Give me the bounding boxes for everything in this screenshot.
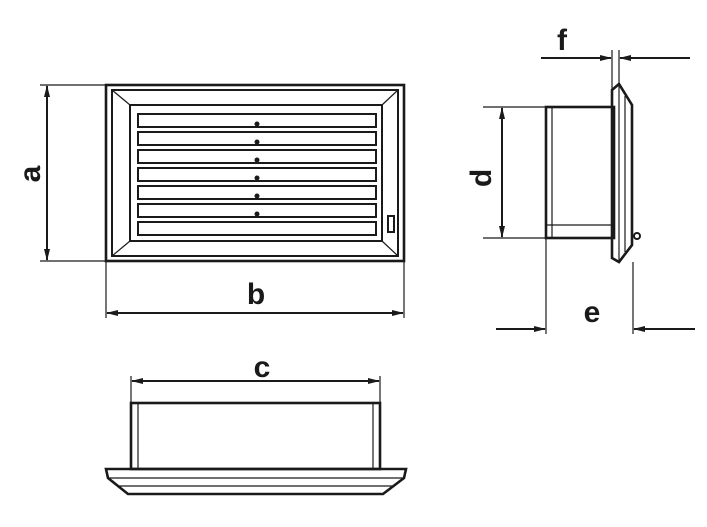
dimension-f: f <box>541 24 690 90</box>
louver-slat <box>137 203 377 218</box>
bottom-flange <box>104 467 408 496</box>
front-outer-frame <box>104 83 406 263</box>
louver-slat <box>137 167 377 182</box>
bottom-duct-body <box>129 401 382 471</box>
dimension-b-label: b <box>247 278 265 311</box>
dimension-c-label: c <box>254 351 271 384</box>
front-frame-lip <box>111 89 399 257</box>
louver-slat <box>137 185 377 200</box>
dimension-f-label: f <box>557 24 568 57</box>
dimension-e-label: e <box>584 296 601 329</box>
dimension-d: d <box>465 106 546 239</box>
side-latch <box>633 232 641 240</box>
dimension-b: b <box>105 261 405 318</box>
dimension-a: a <box>14 84 106 262</box>
louver-center-rivets <box>254 121 260 217</box>
front-latch <box>387 215 395 233</box>
louver-slat <box>137 131 377 146</box>
front-view <box>104 83 406 263</box>
dimension-c: c <box>130 351 381 403</box>
side-duct-body <box>544 105 616 240</box>
dimension-e: e <box>496 238 695 334</box>
front-frame-bevels <box>111 89 399 257</box>
side-view <box>544 82 641 264</box>
dimension-a-label: a <box>14 165 47 182</box>
louver-slat <box>137 149 377 164</box>
louver-grille <box>137 113 377 236</box>
louver-slat <box>137 221 377 236</box>
bottom-view <box>104 401 408 496</box>
front-inner-frame <box>129 104 383 242</box>
dimension-d-label: d <box>465 169 498 187</box>
louver-slat <box>137 113 377 128</box>
